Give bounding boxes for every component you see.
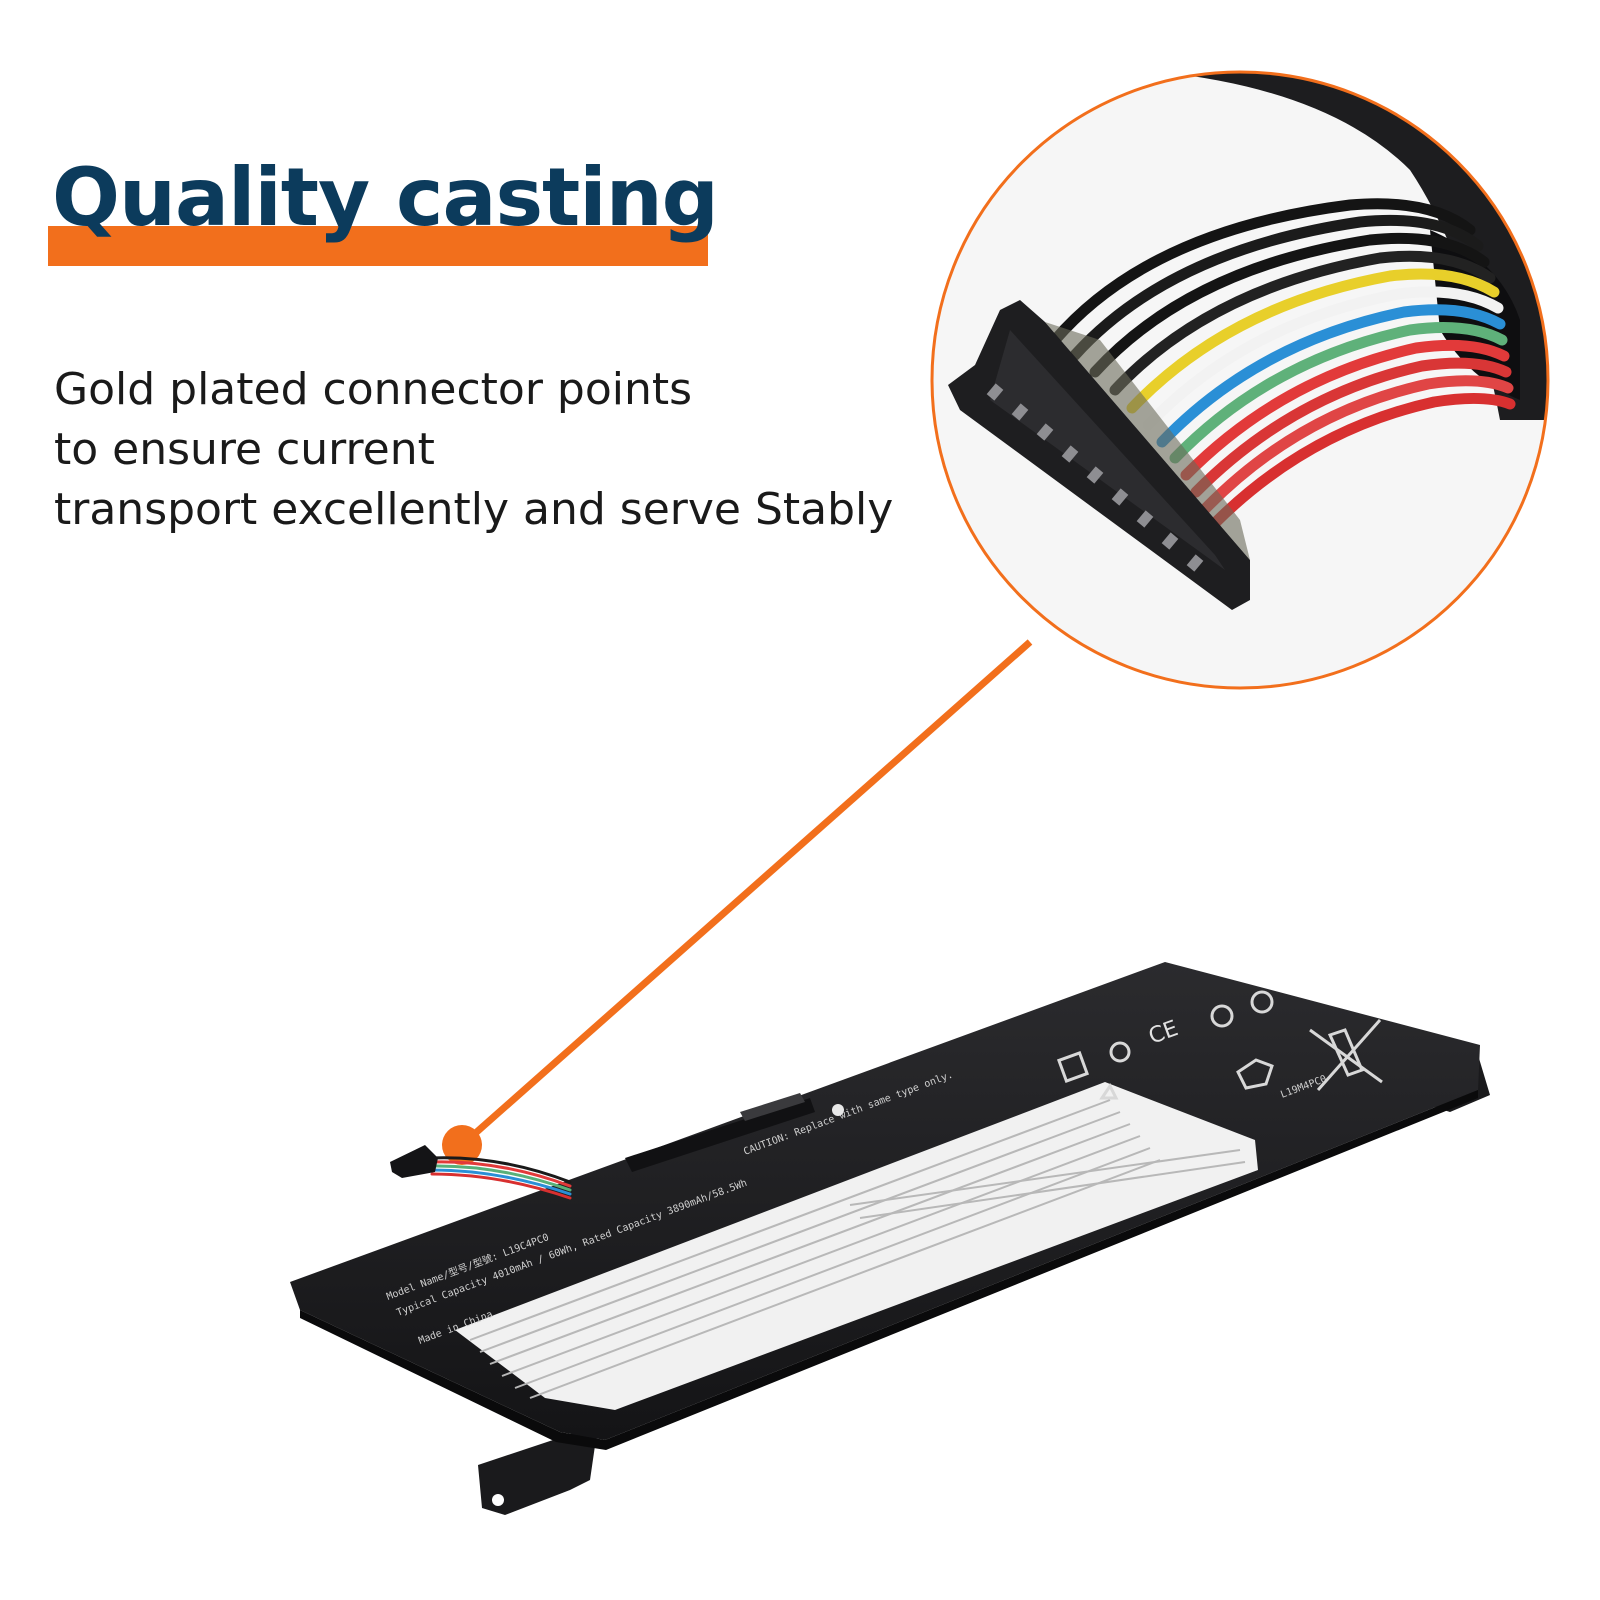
- certification-icon: [1210, 1004, 1234, 1028]
- description-line: Gold plated connector points: [54, 364, 693, 415]
- description: Gold plated connector points to ensure c…: [54, 360, 894, 540]
- leader-dot: [442, 1125, 482, 1165]
- crossed-bin-icon: [1309, 1019, 1383, 1091]
- battery-connector: [390, 1145, 438, 1178]
- connector-closeup: [930, 70, 1550, 690]
- headline: Quality casting: [48, 150, 719, 270]
- warning-icon: [1099, 1083, 1119, 1100]
- indicator-dot: [832, 1104, 844, 1116]
- zoom-circle-border: [930, 70, 1550, 690]
- mounting-tab: [478, 1425, 598, 1515]
- battery-cable: [428, 1156, 572, 1200]
- wire-bundle: [1049, 198, 1516, 530]
- description-line: transport excellently and serve Stably: [54, 484, 894, 535]
- headline-underline: [48, 226, 708, 266]
- leader-line: [459, 639, 1033, 1148]
- certification-icon: [1109, 1041, 1131, 1063]
- certification-icon: [1056, 1050, 1090, 1084]
- warning-label: [455, 1082, 1258, 1410]
- connector-pins: [986, 383, 1204, 572]
- label-text-lines: [469, 1099, 1246, 1399]
- certification-icon: [1250, 990, 1274, 1014]
- description-line: to ensure current: [54, 424, 435, 475]
- headline-title: Quality casting: [52, 151, 719, 244]
- recycle-icon: [1236, 1058, 1274, 1090]
- battery-pack: Model Name/型号/型號: L19C4PC0 Typical Capac…: [290, 962, 1490, 1515]
